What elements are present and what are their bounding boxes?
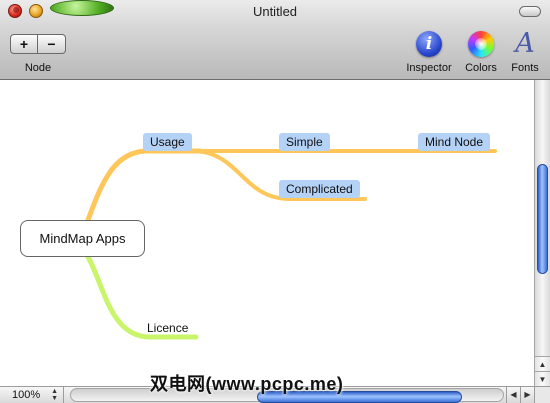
zoom-value: 100% [12, 389, 41, 401]
node-mind-node[interactable]: Mind Node [418, 133, 491, 151]
window-title: Untitled [252, 4, 298, 19]
scroll-up-arrow-icon[interactable]: ▲ [535, 356, 550, 371]
scroll-right-arrow-icon[interactable]: ▶ [520, 387, 534, 403]
colors-button[interactable]: Colors [461, 30, 501, 74]
branch-complicated-line [190, 149, 367, 201]
node-usage[interactable]: Usage [143, 133, 192, 151]
root-node[interactable]: MindMap Apps [20, 220, 145, 257]
scroll-down-arrow-icon[interactable]: ▼ [535, 371, 550, 386]
branch-usage-line [85, 148, 203, 223]
color-wheel-icon [468, 31, 494, 57]
inspector-label: Inspector [406, 62, 452, 74]
resize-corner[interactable] [534, 387, 550, 403]
remove-node-button[interactable]: − [38, 34, 66, 54]
mindmap-canvas[interactable]: MindMap Apps Usage Simple Mind Node Comp… [0, 80, 534, 386]
node-group-label: Node [24, 62, 52, 74]
toolbar-toggle-button[interactable] [519, 6, 541, 17]
font-icon: A [515, 28, 535, 59]
zoom-window-button[interactable] [50, 0, 114, 16]
close-window-button[interactable] [8, 4, 22, 18]
node-segmented-control: + − [10, 34, 66, 54]
window-toolbar: Untitled + − Node i Inspector Colors A F… [0, 0, 550, 80]
colors-label: Colors [465, 62, 497, 74]
branch-licence-line [85, 254, 199, 340]
zoom-select[interactable]: 100% ▲▼ [0, 387, 64, 403]
fonts-button[interactable]: A Fonts [507, 28, 543, 75]
node-complicated[interactable]: Complicated [279, 180, 360, 198]
horizontal-scrollbar[interactable] [70, 388, 504, 403]
inspector-button[interactable]: i Inspector [402, 30, 456, 74]
watermark-text: 双电网(www.pcpc.me) [150, 374, 344, 394]
branch-lines [85, 148, 497, 340]
zoom-stepper-icon: ▲▼ [51, 388, 58, 402]
vertical-scroll-thumb[interactable] [537, 164, 548, 274]
node-simple[interactable]: Simple [279, 133, 330, 151]
minimize-window-button[interactable] [29, 4, 43, 18]
vertical-scrollbar[interactable]: ▲ ▼ [534, 80, 550, 386]
scroll-left-arrow-icon[interactable]: ◀ [506, 387, 520, 403]
node-licence[interactable]: Licence [147, 321, 189, 335]
status-bar: 100% ▲▼ ◀ ▶ [0, 386, 550, 403]
fonts-label: Fonts [511, 62, 539, 74]
info-icon: i [416, 31, 442, 57]
add-node-button[interactable]: + [10, 34, 38, 54]
